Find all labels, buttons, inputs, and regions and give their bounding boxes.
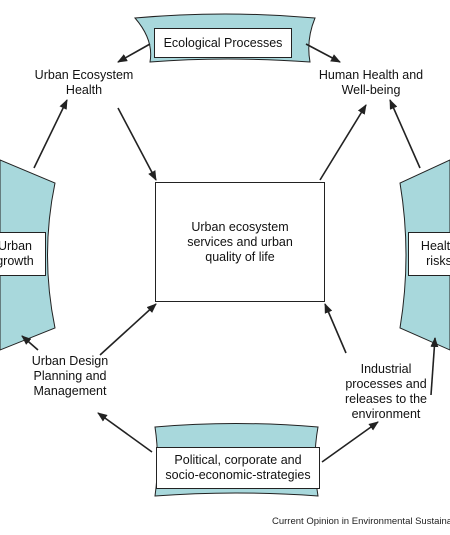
arrow-risks-to-hh (389, 99, 421, 169)
center-box: Urban ecosystem services and urban quali… (155, 182, 325, 302)
human-health-label: Human Health and Well-being (312, 68, 430, 98)
arrow-strategies-to-industrial (321, 421, 379, 463)
arrow-ueh-to-center (117, 107, 157, 181)
hh-line-2: Well-being (341, 83, 401, 97)
health-risks-box: Health risks (408, 232, 450, 276)
urban-design-label: Urban Design Planning and Management (20, 354, 120, 399)
ud-line-1: Urban Design (31, 354, 109, 368)
ud-line-3: Management (33, 384, 107, 398)
ud-line-2: Planning and (33, 369, 107, 383)
ecological-processes-label: Ecological Processes (163, 35, 283, 50)
urban-growth-line-1: Urban (0, 239, 33, 253)
industrial-label: Industrial processes and releases to the… (336, 362, 436, 422)
center-line-2: services and urban (187, 234, 293, 249)
health-risks-line-2: risks (426, 254, 450, 268)
urban-ecosystem-health-label: Urban Ecosystem Health (30, 68, 138, 98)
health-risks-line-1: Health (420, 239, 450, 253)
arrow-center-to-hh (319, 104, 367, 181)
arrow-top-to-ueh (117, 43, 151, 63)
strategies-line-2: socio-economic-strategies (165, 468, 311, 482)
ueh-line-2: Health (65, 83, 103, 97)
arrow-strategies-to-design (97, 412, 153, 453)
ind-line-1: Industrial (360, 362, 412, 376)
arrow-design-to-growth (21, 335, 39, 351)
urban-growth-line-2: growth (0, 254, 34, 268)
arrow-industrial-to-center (324, 303, 347, 354)
source-caption: Current Opinion in Environmental Sustain… (272, 516, 450, 527)
ecological-processes-box: Ecological Processes (154, 28, 292, 58)
ueh-line-1: Urban Ecosystem (34, 68, 134, 82)
hh-line-1: Human Health and (318, 68, 424, 82)
center-line-3: quality of life (205, 249, 275, 264)
ind-line-2: processes and (345, 377, 427, 391)
strategies-box: Political, corporate and socio-economic-… (156, 447, 320, 489)
urban-growth-box: Urban growth (0, 232, 46, 276)
arrow-growth-to-ueh (33, 99, 68, 169)
strategies-line-1: Political, corporate and (174, 453, 302, 467)
ind-line-3: releases to the (345, 392, 427, 406)
arrow-design-to-center (99, 303, 157, 356)
ind-line-4: environment (351, 407, 421, 421)
arrow-top-to-hh (305, 43, 341, 63)
arrow-industrial-to-risks (430, 337, 439, 396)
center-line-1: Urban ecosystem (191, 219, 289, 234)
